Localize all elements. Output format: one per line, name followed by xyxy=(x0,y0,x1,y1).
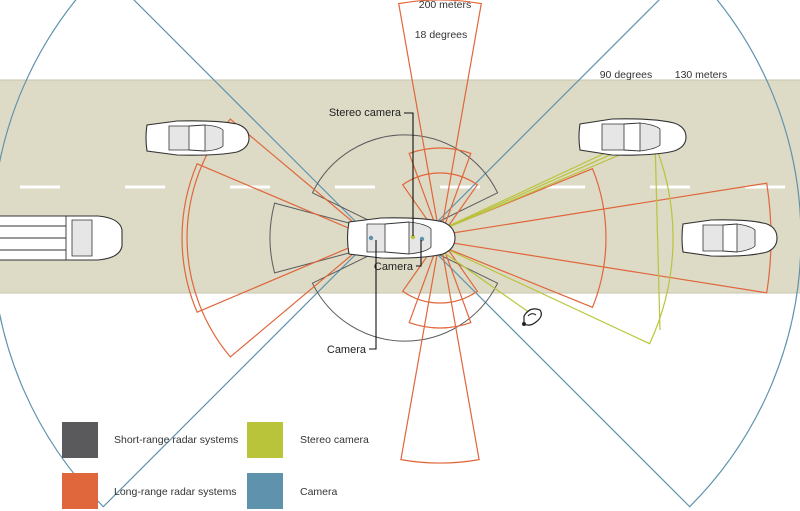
truck-left xyxy=(0,215,123,261)
camera-front-cone xyxy=(420,0,800,508)
short-range-rear-sector xyxy=(269,202,407,274)
camera-rear-cone xyxy=(0,0,373,508)
car-right xyxy=(681,219,778,257)
legend-label-long-range: Long-range radar systems xyxy=(114,486,237,498)
long-range-top-wide xyxy=(408,147,472,240)
legend-label-short-range: Short-range radar systems xyxy=(114,434,239,446)
legend-label-stereo-camera: Stereo camera xyxy=(300,434,369,446)
long-range-bottom-narrow xyxy=(400,237,480,464)
legend-swatch-camera xyxy=(247,473,283,509)
leader-lines xyxy=(369,112,422,350)
stereo-camera-leader xyxy=(404,112,414,236)
short-range-top-sector xyxy=(311,134,499,239)
car-top-right xyxy=(578,118,687,156)
long-range-rear-mid xyxy=(181,163,374,313)
label-range-camera: 130 meters xyxy=(675,69,728,81)
legend-label-camera: Camera xyxy=(300,486,338,498)
label-angle-narrow: 18 degrees xyxy=(415,29,468,41)
long-range-top-narrow xyxy=(398,0,482,239)
label-stereo-camera: Stereo camera xyxy=(329,107,402,119)
long-range-top-near xyxy=(401,172,479,240)
short-range-radar-coverage xyxy=(269,134,499,342)
long-range-bottom-near xyxy=(401,236,479,304)
rear-camera-leader xyxy=(369,240,377,350)
label-camera-front: Camera xyxy=(374,261,414,273)
label-camera-rear: Camera xyxy=(327,344,367,356)
stereo-camera-dot xyxy=(410,234,416,240)
legend-swatch-stereo-camera xyxy=(247,422,283,458)
long-range-bottom-wide xyxy=(408,236,472,329)
label-range-long: 200 meters xyxy=(419,0,472,11)
legend-swatch-long-range xyxy=(62,473,98,509)
car-top-left xyxy=(145,120,250,156)
legend-swatch-short-range xyxy=(62,422,98,458)
long-range-front-mid xyxy=(419,167,607,309)
pedestrian-icon xyxy=(522,308,542,326)
short-range-bottom-sector xyxy=(311,237,499,342)
label-angle-wide: 90 degrees xyxy=(600,69,653,81)
ego-car xyxy=(346,217,456,259)
rear-camera-dot xyxy=(368,235,374,241)
front-camera-leader xyxy=(416,240,422,267)
